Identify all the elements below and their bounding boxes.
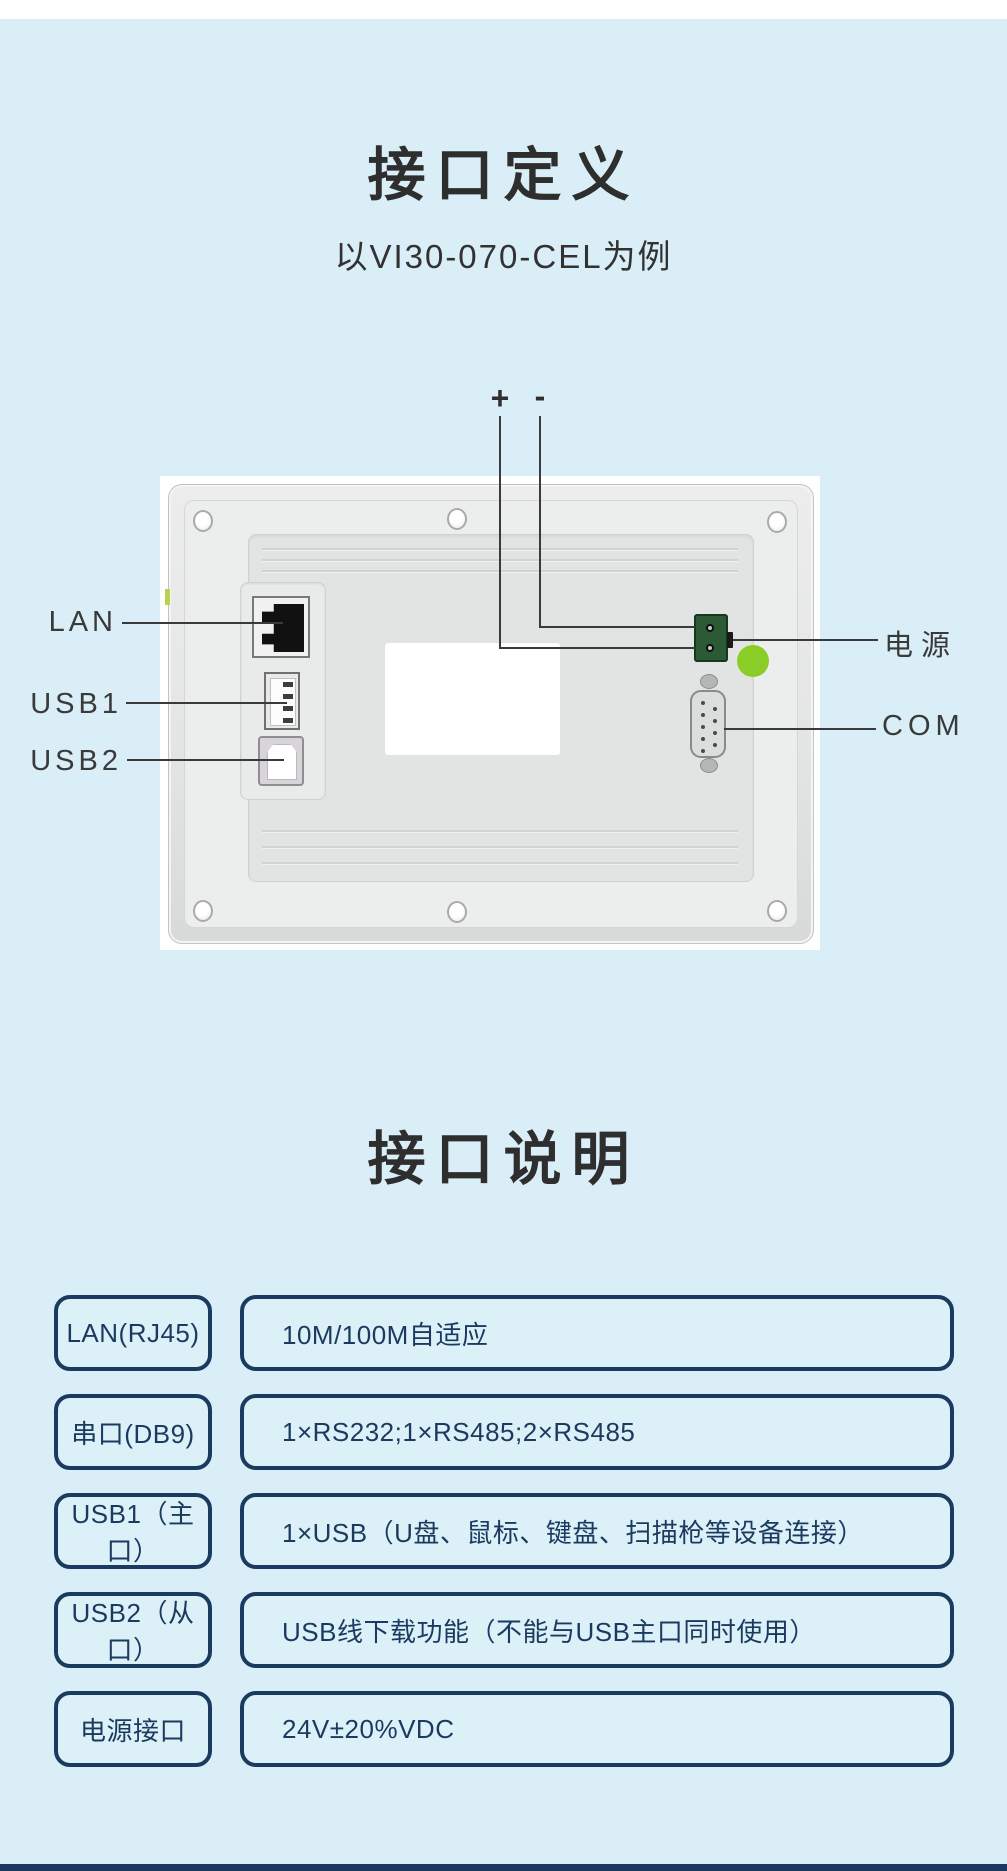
db9-screw-post-top <box>700 674 718 689</box>
leader-line-lan <box>122 622 283 624</box>
db9-screw-post-bottom <box>700 758 718 773</box>
lan-port <box>252 596 310 658</box>
leader-line-usb2 <box>127 759 284 761</box>
usb-b-opening <box>267 744 297 780</box>
label-usb2: USB2 <box>30 745 122 777</box>
spec-desc-box: 1×RS232;1×RS485;2×RS485 <box>240 1394 954 1470</box>
spec-label-box: 串口(DB9) <box>54 1394 212 1470</box>
screw-hole-bottom-middle <box>447 901 467 923</box>
label-lan: LAN <box>48 606 117 638</box>
leader-line-plus-horizontal <box>499 647 695 649</box>
spec-desc-box: 24V±20%VDC <box>240 1691 954 1767</box>
bottom-navy-bar <box>0 1864 1007 1871</box>
label-power: 电源 <box>884 630 959 662</box>
leader-line-plus-vertical <box>499 416 501 649</box>
page-title-interface-description: 接口说明 <box>367 1127 640 1192</box>
usb-b-port <box>258 736 304 786</box>
top-white-strip <box>0 0 1007 19</box>
screw-hole-top-right <box>767 511 787 533</box>
spec-desc-box: 1×USB（U盘、鼠标、键盘、扫描枪等设备连接） <box>240 1493 954 1569</box>
spec-label-box: USB2（从口） <box>54 1592 212 1668</box>
leader-line-power <box>733 639 878 641</box>
spec-label-box: USB1（主口） <box>54 1493 212 1569</box>
blank-label-sticker <box>385 643 560 755</box>
power-minus-sign: - <box>534 378 546 414</box>
spec-label-box: LAN(RJ45) <box>54 1295 212 1371</box>
spec-desc-box: USB线下载功能（不能与USB主口同时使用） <box>240 1592 954 1668</box>
groove-line <box>262 862 738 865</box>
spec-desc-box: 10M/100M自适应 <box>240 1295 954 1371</box>
power-connector <box>694 614 728 662</box>
side-led-sliver <box>165 589 170 605</box>
leader-line-com <box>724 728 876 730</box>
screw-hole-bottom-left <box>193 900 213 922</box>
leader-line-usb1 <box>126 702 287 704</box>
screw-hole-top-middle <box>447 508 467 530</box>
spec-label-box: 电源接口 <box>54 1691 212 1767</box>
label-com: COM <box>882 710 965 742</box>
power-plus-sign: + <box>490 380 510 416</box>
power-connector-latch <box>727 632 733 648</box>
label-usb1: USB1 <box>30 688 122 720</box>
rj45-opening <box>262 604 304 652</box>
qc-sticker <box>737 645 769 677</box>
screw-hole-bottom-right <box>767 900 787 922</box>
db9-com-port <box>690 690 726 758</box>
page-title-interface-definition: 接口定义 <box>367 143 640 208</box>
leader-line-minus-horizontal <box>539 626 695 628</box>
groove-line <box>262 846 738 849</box>
leader-line-minus-vertical <box>539 416 541 628</box>
usb-a-port <box>264 672 300 730</box>
groove-line <box>262 830 738 833</box>
screw-hole-top-left <box>193 510 213 532</box>
page-subtitle-model: 以VI30-070-CEL为例 <box>334 238 673 275</box>
